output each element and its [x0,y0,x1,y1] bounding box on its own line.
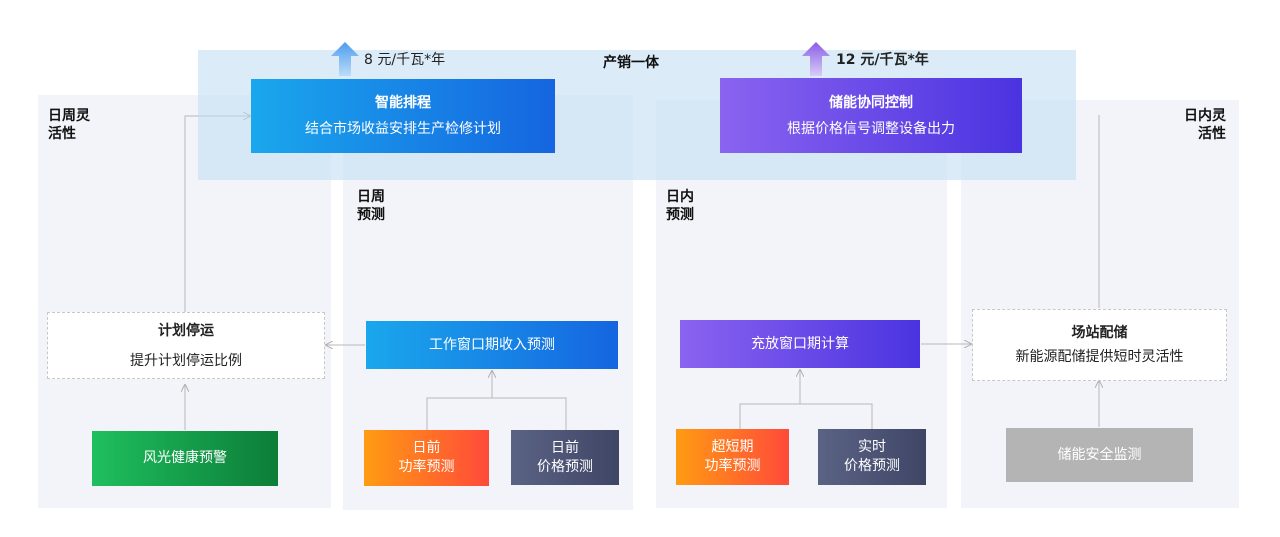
storage-safety-box[interactable]: 储能安全监测 [1006,428,1193,482]
label-intraday-flex: 日内灵 活性 [1184,108,1226,142]
wind-solar-box[interactable]: 风光健康预警 [92,431,278,486]
price-right: 12 元/千瓦*年 [836,52,929,68]
line-dayahead-branch [426,397,567,430]
smart-schedule-desc: 结合市场收益安排生产检修计划 [305,121,501,137]
day-ahead-price-box[interactable]: 日前 价格预测 [511,430,619,485]
realtime-price-label: 实时 价格预测 [844,439,900,474]
smart-schedule-box[interactable]: 智能排程 结合市场收益安排生产检修计划 [251,79,555,153]
price-left: 8 元/千瓦*年 [364,52,446,68]
arrow-up-icon [802,42,830,76]
work-window-label: 工作窗口期收入预测 [429,336,555,353]
site-storage-title: 场站配储 [1071,325,1128,341]
center-label: 产销一体 [603,55,659,71]
storage-safety-label: 储能安全监测 [1057,446,1142,463]
arrow-up-icon [331,42,359,76]
storage-control-title: 储能协同控制 [829,94,913,111]
smart-schedule-title: 智能排程 [375,95,431,111]
day-ahead-price-label: 日前 价格预测 [537,439,593,475]
label-intraday-forecast: 日内 预测 [666,189,694,223]
ultra-short-power-box[interactable]: 超短期 功率预测 [676,429,789,485]
label-weekly-forecast: 日周 预测 [357,189,385,223]
planned-outage-desc: 提升计划停运比例 [130,352,242,369]
storage-control-desc: 根据价格信号调整设备出力 [787,120,955,137]
wind-solar-label: 风光健康预警 [143,450,227,466]
day-ahead-power-label: 日前 功率预测 [398,440,455,475]
line-intraday-branch [739,403,873,430]
label-weekly-flex: 日周灵 活性 [48,108,90,142]
site-storage-box[interactable]: 场站配储 新能源配储提供短时灵活性 [972,309,1227,381]
site-storage-desc: 新能源配储提供短时灵活性 [1015,349,1184,365]
day-ahead-power-box[interactable]: 日前 功率预测 [364,430,489,486]
charge-window-box[interactable]: 充放窗口期计算 [680,320,920,368]
storage-control-box[interactable]: 储能协同控制 根据价格信号调整设备出力 [720,78,1022,153]
work-window-box[interactable]: 工作窗口期收入预测 [366,321,618,369]
planned-outage-box[interactable]: 计划停运 提升计划停运比例 [47,312,325,379]
ultra-short-power-label: 超短期 功率预测 [704,439,761,474]
planned-outage-title: 计划停运 [158,322,214,339]
realtime-price-box[interactable]: 实时 价格预测 [818,429,926,485]
charge-window-label: 充放窗口期计算 [751,335,849,352]
